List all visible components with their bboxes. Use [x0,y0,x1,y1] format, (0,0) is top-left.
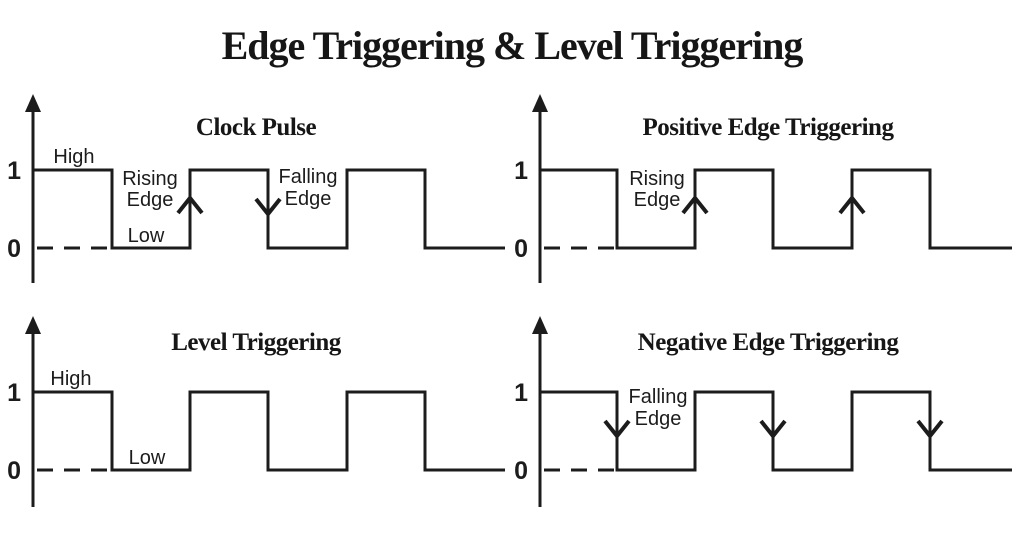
falling-edge-arrow-icon [759,419,787,440]
rising-edge-arrow-icon [176,194,204,215]
waveform-path [540,168,1012,250]
y-axis-arrow-icon [25,94,41,112]
tick-label-high: 1 [514,157,528,185]
tick-label-high: 1 [7,157,21,185]
tick-label-low: 0 [7,457,21,485]
tick-label-low: 0 [7,235,21,263]
annotation-low: Low [129,447,166,469]
waveform-path [33,168,505,250]
annotation-high: High [50,368,91,390]
tick-label-low: 0 [514,457,528,485]
annotation-high: High [53,146,94,168]
tick-label-high: 1 [514,379,528,407]
falling-edge-arrow-icon [916,419,944,440]
waveform-path [540,390,1012,472]
falling-edge-arrow-icon [603,419,631,440]
panel-title-level-triggering: Level Triggering [171,329,341,356]
y-axis-arrow-icon [532,316,548,334]
panel-title-negative-edge-triggering: Negative Edge Triggering [637,329,899,356]
rising-edge-arrow-icon [681,194,709,215]
y-axis-arrow-icon [532,94,548,112]
tick-label-low: 0 [514,235,528,263]
main-title: Edge Triggering & Level Triggering [221,23,804,68]
panel-title-positive-edge-triggering: Positive Edge Triggering [642,114,894,141]
rising-edge-arrow-icon [838,194,866,215]
panel-title-clock-pulse: Clock Pulse [195,114,317,141]
annotation-low: Low [128,225,165,247]
y-axis-arrow-icon [25,316,41,334]
tick-label-high: 1 [7,379,21,407]
waveform-path [33,390,505,472]
falling-edge-arrow-icon [254,197,282,218]
